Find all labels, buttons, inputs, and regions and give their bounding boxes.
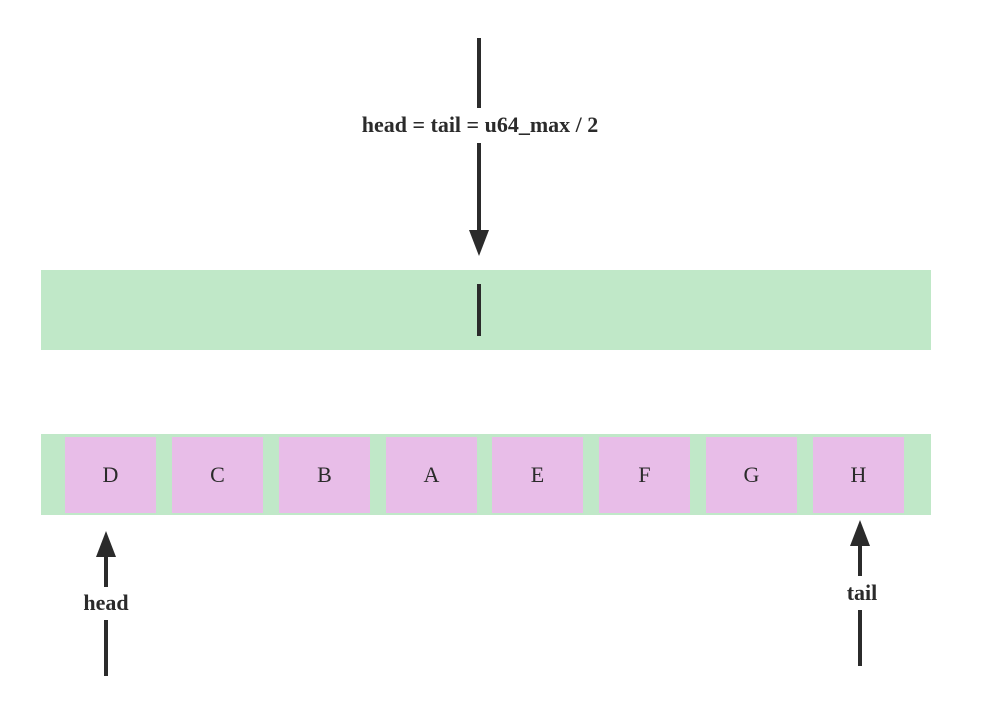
buffer-cell-d: D: [65, 437, 156, 513]
head-pointer-line-upper: [104, 555, 108, 587]
buffer-cell-e: E: [492, 437, 583, 513]
buffer-cell-h: H: [813, 437, 904, 513]
head-pointer-arrowhead: [96, 531, 116, 557]
top-pointer-line-upper: [477, 38, 481, 108]
empty-buffer-bar: [41, 270, 931, 350]
buffer-cell-b: B: [279, 437, 370, 513]
top-pointer-arrowhead: [469, 230, 489, 256]
top-pointer-label: head = tail = u64_max / 2: [340, 110, 620, 140]
buffer-cell-g: G: [706, 437, 797, 513]
tail-pointer-line-lower: [858, 610, 862, 666]
tail-pointer-line-upper: [858, 544, 862, 576]
top-pointer-line-lower: [477, 143, 481, 233]
tail-pointer-label: tail: [822, 579, 902, 607]
buffer-cell-a: A: [386, 437, 477, 513]
head-pointer-label: head: [66, 589, 146, 617]
buffer-cell-f: F: [599, 437, 690, 513]
tail-pointer-arrowhead: [850, 520, 870, 546]
head-pointer-line-lower: [104, 620, 108, 676]
center-marker: [477, 284, 481, 336]
buffer-cell-c: C: [172, 437, 263, 513]
